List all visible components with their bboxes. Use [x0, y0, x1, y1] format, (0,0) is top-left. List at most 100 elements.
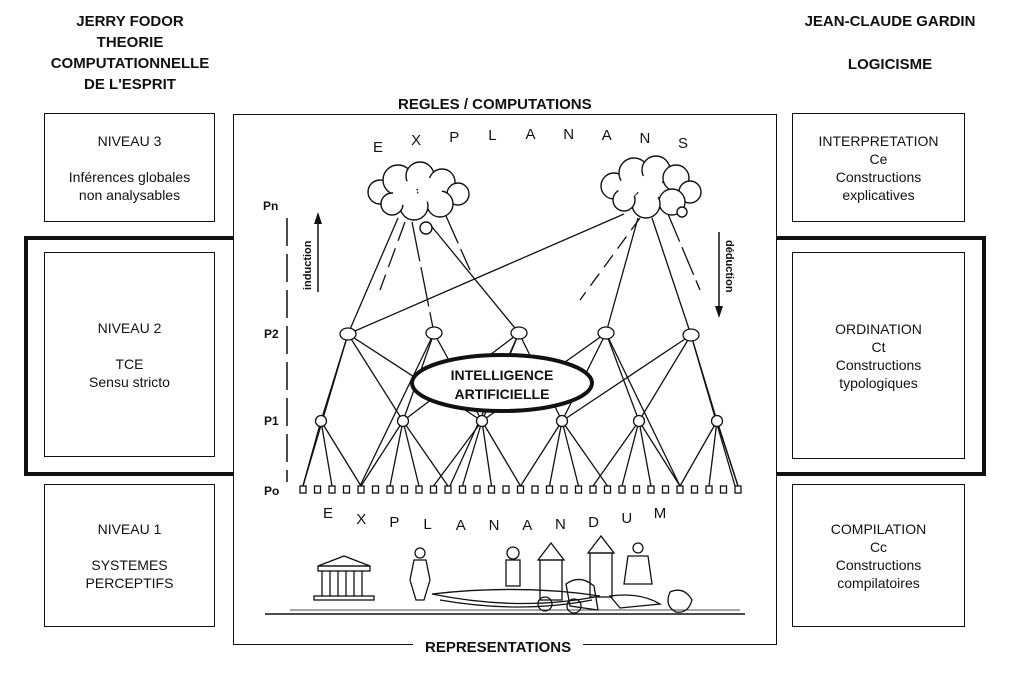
- network-node: [734, 485, 742, 494]
- connector-line: [445, 215, 471, 271]
- connector-line: [347, 217, 399, 335]
- left-header-line: JERRY FODOR: [76, 13, 184, 30]
- network-node: [502, 485, 510, 494]
- level1-heading: NIVEAU 1: [97, 520, 162, 537]
- explanandum-letter: E: [323, 505, 333, 522]
- network-node: [342, 485, 351, 494]
- connector-line: [605, 332, 681, 487]
- explanans-letter: A: [525, 126, 535, 143]
- explanans-letter: S: [678, 135, 688, 152]
- left-header: JERRY FODOR THEORIE COMPUTATIONNELLE DE …: [20, 11, 240, 95]
- interpretation-box: INTERPRETATION Ce Constructions explicat…: [792, 113, 965, 222]
- network-node: [299, 485, 307, 494]
- network-node: [444, 485, 452, 494]
- connector-line: [621, 420, 640, 487]
- level3-line: Inférences globales: [68, 168, 191, 185]
- right-header: JEAN-CLAUDE GARDIN LOGICISME: [778, 11, 1002, 75]
- connector-line: [347, 213, 625, 335]
- network-node: [710, 414, 724, 428]
- explanandum-letter: A: [456, 517, 466, 534]
- network-node: [632, 485, 641, 494]
- connector-line: [302, 333, 349, 487]
- network-node: [516, 485, 525, 494]
- network-node: [386, 485, 394, 494]
- connector-line: [579, 217, 641, 301]
- connector-line: [402, 420, 420, 487]
- top-caption: REGLES / COMPUTATIONS: [386, 96, 604, 113]
- network-node: [531, 485, 539, 494]
- explanans-letter: N: [639, 130, 650, 147]
- level-label-p1: P1: [264, 414, 279, 428]
- level2-band-left: [24, 236, 238, 476]
- level1-box: NIVEAU 1 SYSTEMES PERCEPTIFS: [44, 484, 215, 627]
- level-label-pn: Pn: [263, 199, 278, 213]
- connector-line: [638, 420, 652, 487]
- explanans-letter: X: [411, 132, 421, 149]
- induction-arrow-icon: [314, 212, 322, 292]
- network-node: [313, 485, 322, 494]
- explanandum-letter: A: [522, 517, 532, 534]
- connector-line: [548, 420, 563, 487]
- connector-line: [605, 217, 639, 334]
- connector-line: [592, 420, 640, 487]
- connector-line: [402, 420, 449, 487]
- deduction-label: déduction: [723, 240, 735, 293]
- network-node: [339, 327, 357, 341]
- network-node: [415, 485, 423, 494]
- ordination-line: typologiques: [839, 374, 918, 391]
- explanandum-letter: N: [555, 516, 566, 533]
- level2-line: TCE: [115, 355, 144, 372]
- connector-line: [320, 420, 333, 487]
- connector-line: [461, 420, 483, 487]
- network-node: [475, 414, 489, 428]
- connector-line: [651, 217, 692, 336]
- bottom-caption: REPRESENTATIONS: [413, 639, 584, 656]
- explanans-letter: L: [488, 127, 496, 144]
- ordination-box: ORDINATION Ct Constructions typologiques: [792, 252, 965, 459]
- explanans-letter: A: [602, 127, 612, 144]
- network-node: [661, 485, 670, 494]
- level-label-po: Po: [264, 484, 279, 498]
- level2-band-right: [776, 236, 986, 476]
- cloud-right-icon: [600, 155, 702, 219]
- network-node: [458, 485, 467, 494]
- network-node: [705, 485, 713, 494]
- ia-ellipse-line: INTELLIGENCE: [451, 367, 554, 383]
- connector-line: [360, 420, 404, 487]
- interpretation-line: Constructions: [835, 168, 922, 185]
- interpretation-line: INTERPRETATION: [818, 132, 939, 149]
- network-node: [371, 485, 380, 494]
- connector-line: [389, 420, 404, 487]
- network-node: [545, 485, 554, 494]
- compilation-line: Cc: [869, 538, 888, 555]
- deduction-arrow-icon: [715, 232, 723, 318]
- connector-line: [561, 334, 692, 422]
- network-node: [510, 326, 528, 340]
- level2-line: Sensu stricto: [89, 373, 170, 390]
- connector-line: [690, 334, 736, 487]
- connector-line: [347, 333, 404, 422]
- connector-line: [481, 420, 493, 487]
- network-node: [603, 485, 612, 494]
- network-node: [314, 414, 328, 428]
- network-node: [589, 485, 597, 494]
- level3-box: NIVEAU 3 Inférences globales non analysa…: [44, 113, 215, 222]
- connector-line: [561, 420, 580, 487]
- network-node: [487, 485, 496, 494]
- compilation-box: COMPILATION Cc Constructions compilatoir…: [792, 484, 965, 627]
- explanandum-letter: D: [588, 514, 599, 531]
- explanandum-letter: U: [621, 510, 632, 527]
- connector-line: [411, 221, 435, 334]
- connector-line: [481, 420, 522, 487]
- network-node: [555, 414, 569, 428]
- network-node: [618, 485, 626, 494]
- right-header-title: JEAN-CLAUDE GARDIN: [804, 13, 976, 30]
- connector-line: [519, 420, 563, 487]
- induction-label: induction: [302, 240, 314, 290]
- compilation-line: compilatoires: [837, 574, 920, 591]
- compilation-line: Constructions: [835, 556, 922, 573]
- connector-line: [320, 420, 362, 487]
- level2-heading: NIVEAU 2: [97, 319, 162, 336]
- connector-line: [427, 221, 520, 334]
